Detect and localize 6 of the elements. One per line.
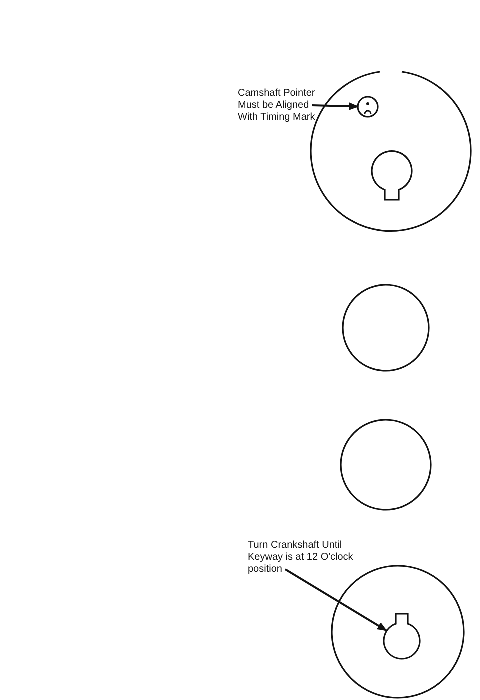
callout-text: Camshaft Pointer Must be Aligned With Timing Mark <box>238 88 320 124</box>
leader-line <box>284 568 388 632</box>
timing-mark-icon <box>357 96 379 118</box>
leader-line <box>312 102 359 110</box>
callout-text: Turn Crankshaft Until Keyway is at 12 O'clock position <box>248 540 373 576</box>
keyway-outline <box>383 613 421 660</box>
